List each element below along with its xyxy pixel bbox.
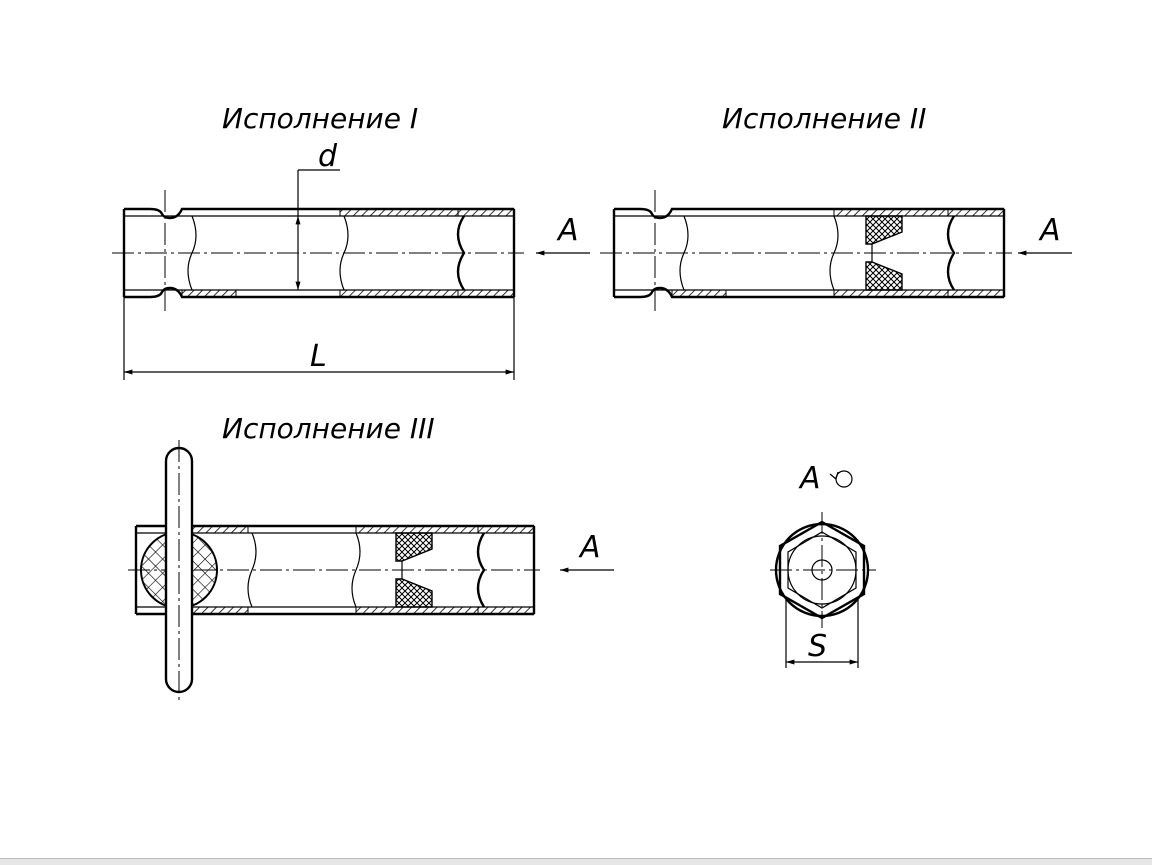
bottom-border (0, 858, 1152, 865)
version-2-drawing: Исполнение II A (600, 102, 1072, 312)
version-3-drawing: Исполнение III A (128, 412, 614, 704)
version-1-drawing: Исполнение I d L A (112, 102, 590, 380)
version-1-title: Исполнение I (222, 102, 418, 135)
view-arrow-a-1: A (556, 213, 579, 248)
dimension-l-label: L (310, 339, 327, 374)
version-3-title: Исполнение III (222, 412, 435, 445)
dimension-s-label: S (808, 629, 827, 664)
rotation-icon (835, 470, 853, 488)
view-arrow-a-2: A (1038, 213, 1061, 248)
dimension-d-label: d (318, 139, 338, 174)
view-a-drawing: A S (770, 461, 876, 668)
view-arrow-a-3: A (578, 530, 601, 565)
version-2-title: Исполнение II (722, 102, 926, 135)
view-a-label: A (798, 461, 821, 496)
